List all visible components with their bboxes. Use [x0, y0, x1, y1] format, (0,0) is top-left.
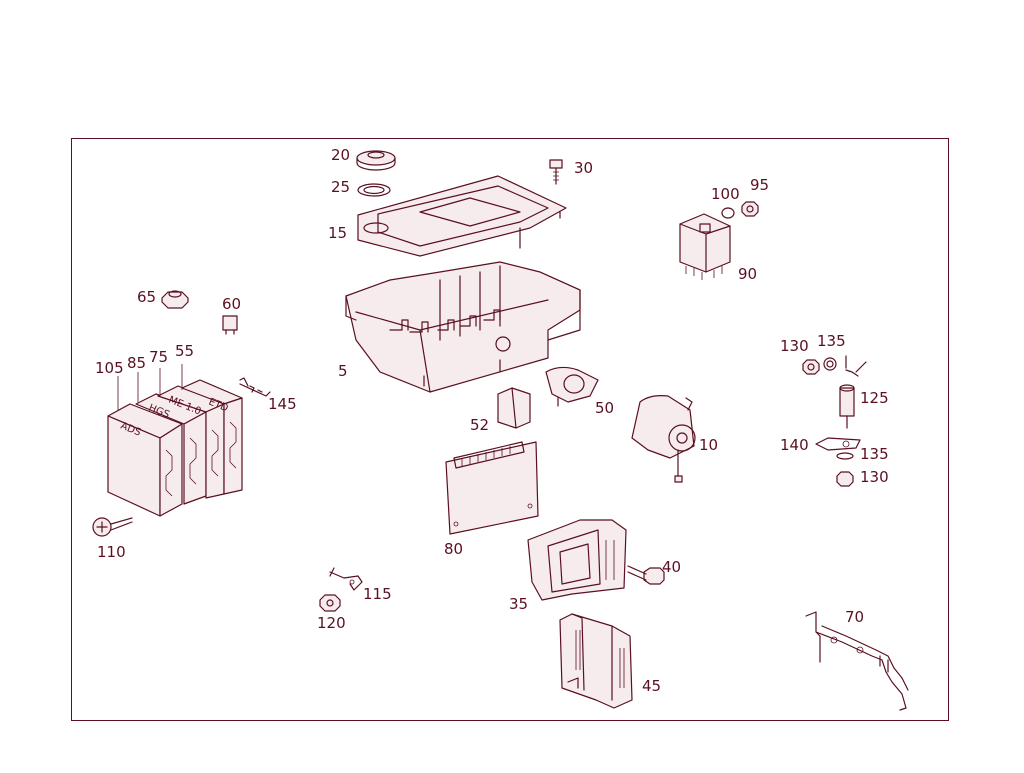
part-labels: 20 25 15 30 5 65 60 105 85 75 55 145 110… — [95, 146, 889, 695]
label-20: 20 — [331, 146, 350, 164]
label-95: 95 — [750, 176, 769, 194]
holder-part-45 — [559, 613, 633, 709]
label-10: 10 — [699, 436, 718, 454]
label-50: 50 — [595, 399, 614, 417]
label-145: 145 — [268, 395, 297, 413]
block-part-52 — [497, 387, 531, 429]
sensor-part-125 — [839, 355, 867, 429]
diagram-frame — [71, 138, 949, 721]
ring-part-25 — [357, 183, 391, 197]
label-52: 52 — [470, 416, 489, 434]
label-65: 65 — [137, 288, 156, 306]
label-30: 30 — [574, 159, 593, 177]
control-modules-stack: ADS HGS ME 1.0 ETD — [107, 364, 243, 517]
motor-part-10 — [631, 395, 696, 483]
label-125: 125 — [860, 389, 889, 407]
label-15: 15 — [328, 224, 347, 242]
nut-part-130-top — [802, 359, 820, 375]
bolt-part-30 — [549, 159, 563, 185]
nut-part-65 — [161, 290, 189, 309]
label-45: 45 — [642, 677, 661, 695]
cap-part-20 — [356, 150, 396, 171]
label-70: 70 — [845, 608, 864, 626]
label-35: 35 — [509, 595, 528, 613]
label-120: 120 — [317, 614, 346, 632]
bolt-part-40 — [627, 565, 665, 585]
screw-part-110 — [92, 517, 133, 537]
connector-part-145 — [239, 377, 271, 397]
clip-part-115 — [329, 567, 363, 591]
ecu-part-80 — [445, 441, 539, 535]
relay-part-60 — [222, 315, 238, 335]
label-80: 80 — [444, 540, 463, 558]
bracket-part-70 — [805, 611, 909, 711]
label-130-bottom: 130 — [860, 468, 889, 486]
label-135-top: 135 — [817, 332, 846, 350]
label-100: 100 — [711, 185, 740, 203]
label-130-top: 130 — [780, 337, 809, 355]
relay-part-90 — [679, 213, 731, 280]
label-25: 25 — [331, 178, 350, 196]
housing-part-5 — [345, 261, 581, 393]
nut-part-130-bottom — [836, 471, 854, 487]
nut-part-120 — [319, 594, 341, 612]
label-140: 140 — [780, 436, 809, 454]
label-105: 105 — [95, 359, 124, 377]
label-85: 85 — [127, 354, 146, 372]
cover-part-15 — [357, 175, 567, 257]
label-40: 40 — [662, 558, 681, 576]
label-75: 75 — [149, 348, 168, 366]
label-115: 115 — [363, 585, 392, 603]
washer-part-135-top — [823, 357, 837, 371]
label-60: 60 — [222, 295, 241, 313]
nut-part-95 — [741, 201, 759, 217]
label-55: 55 — [175, 342, 194, 360]
label-135-bottom: 135 — [860, 445, 889, 463]
washer-part-100 — [721, 207, 735, 219]
bracket-part-140 — [815, 437, 861, 451]
washer-part-135-bottom — [836, 452, 854, 460]
label-5: 5 — [338, 362, 348, 380]
label-90: 90 — [738, 265, 757, 283]
bracket-part-35 — [527, 519, 627, 601]
bracket-part-50 — [545, 366, 599, 407]
label-110: 110 — [97, 543, 126, 561]
